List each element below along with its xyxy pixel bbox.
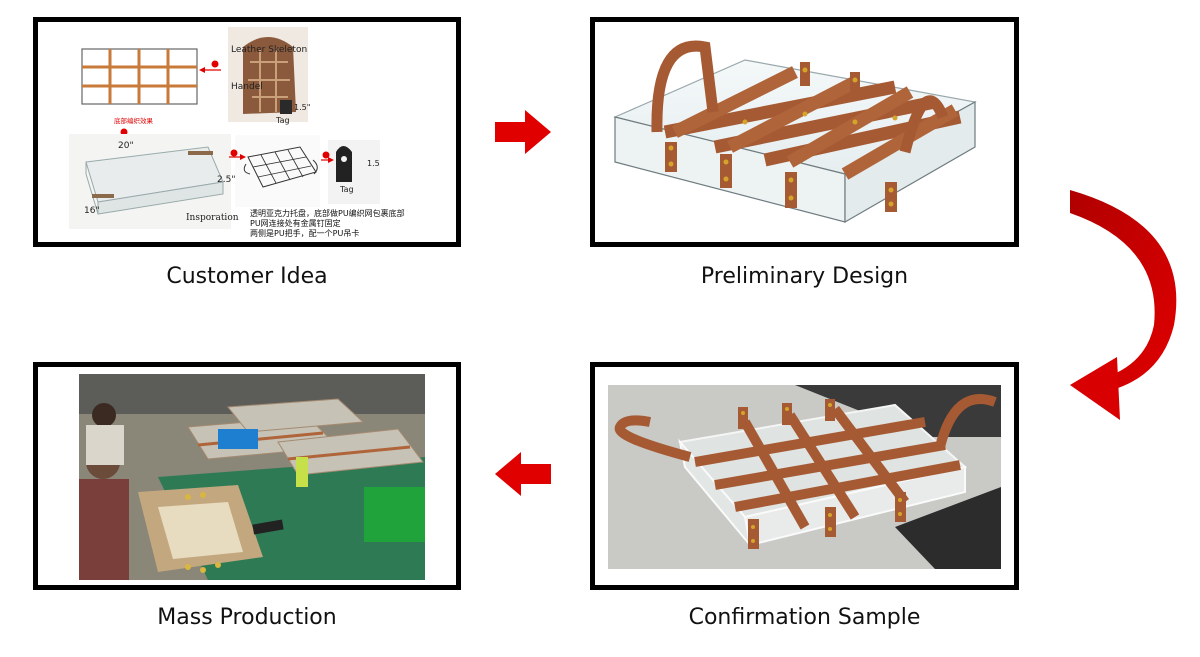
confirmation-sample-photo xyxy=(608,385,1001,569)
preliminary-design-frame xyxy=(590,17,1019,247)
preliminary-design-render xyxy=(595,22,1014,242)
customer-idea-frame: Leather Skeleton Handel Tag 1.5" 底部编织效果 … xyxy=(33,17,461,247)
wire-sketch xyxy=(235,135,320,207)
tag-label: Tag xyxy=(275,116,290,125)
handle-label: Handel xyxy=(231,82,263,92)
dim-depth: 16" xyxy=(84,206,100,216)
tag-photo xyxy=(328,140,380,204)
mass-production-frame xyxy=(33,362,461,590)
dim-width: 20" xyxy=(118,141,134,151)
tray-photo xyxy=(69,134,231,229)
dim-height: 2.5" xyxy=(217,175,235,185)
tag-dim2: 1.5 xyxy=(367,159,380,168)
tag-dim: 1.5" xyxy=(294,103,310,112)
bag-photo xyxy=(228,27,308,122)
step-label-confirmation-sample: Confirmation Sample xyxy=(688,605,921,630)
inspiration-label: Insporation xyxy=(186,213,239,223)
step-label-mass-production: Mass Production xyxy=(157,605,337,630)
leather-label: Leather Skeleton xyxy=(231,45,307,55)
curved-arrow-down-icon xyxy=(1070,190,1177,420)
tag-label2: Tag xyxy=(339,185,354,194)
note-line-3: 两侧是PU把手，配一个PU吊卡 xyxy=(250,228,359,238)
arrow-right-icon xyxy=(495,110,551,154)
leather-grid-sketch xyxy=(81,48,198,105)
step-label-customer-idea: Customer Idea xyxy=(166,264,328,289)
arrow-left-icon xyxy=(495,452,551,496)
confirmation-sample-frame xyxy=(590,362,1019,590)
note-line-1: 透明亚克力托盘，底部做PU编织网包裹底部 xyxy=(250,208,405,218)
mass-production-photo xyxy=(79,374,425,580)
bottom-note: 底部编织效果 xyxy=(114,116,154,125)
step-label-preliminary-design: Preliminary Design xyxy=(700,264,909,289)
note-line-2: PU网连接处有金属钉固定 xyxy=(250,218,341,228)
customer-idea-sketch: Leather Skeleton Handel Tag 1.5" 底部编织效果 … xyxy=(69,27,405,238)
